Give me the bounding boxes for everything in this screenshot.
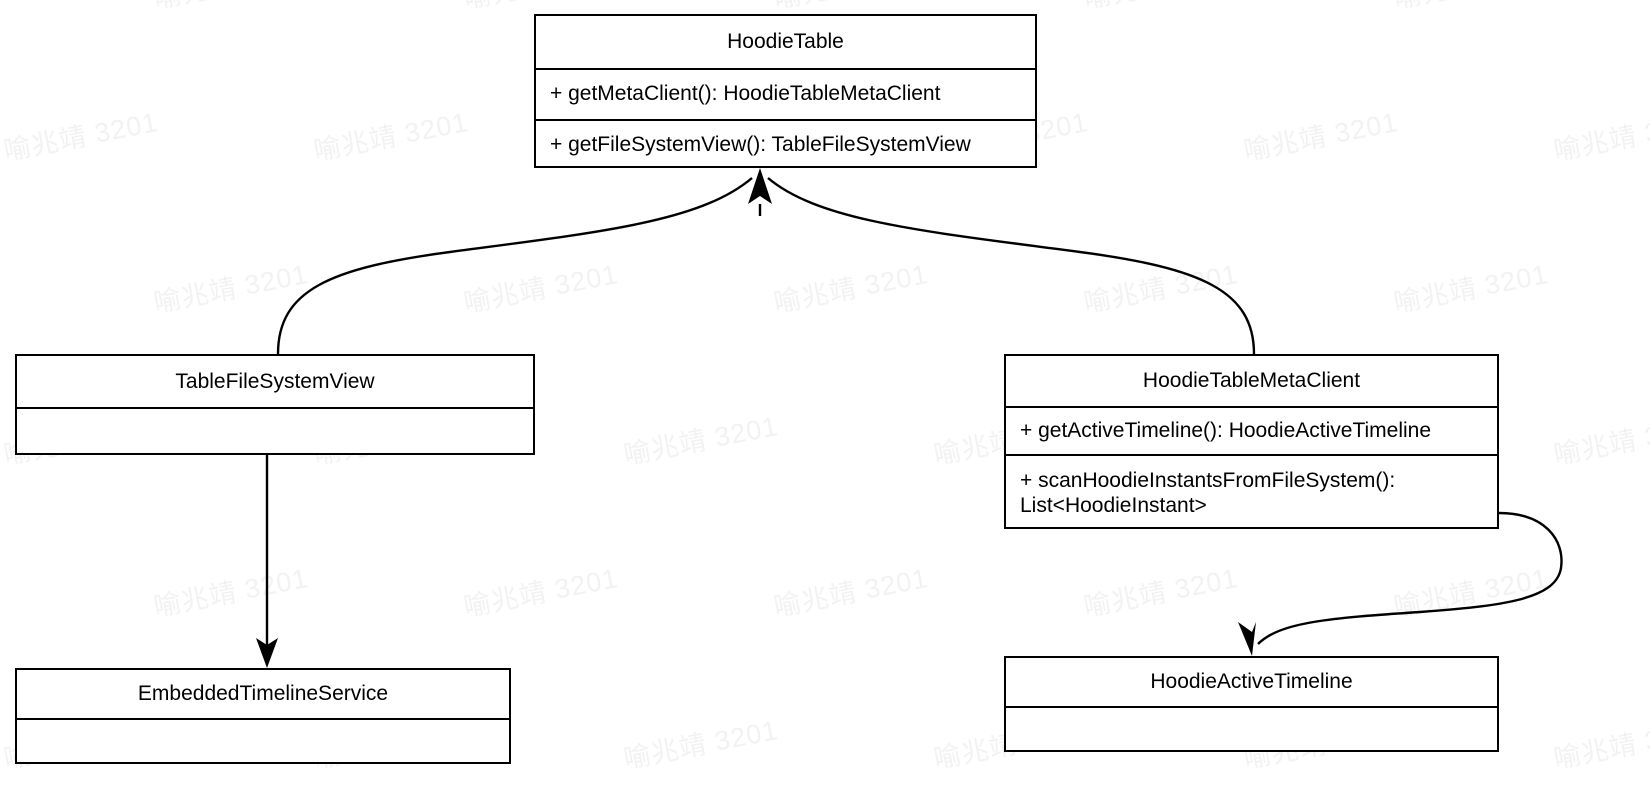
watermark-text: 喻兆靖 3201 [461,562,621,623]
uml-class-embedded-timeline-service[interactable]: EmbeddedTimelineService [15,668,511,764]
watermark-text: 喻兆靖 3201 [1551,106,1650,167]
uml-class-table-file-system-view[interactable]: TableFileSystemView [15,354,535,455]
watermark-text: 喻兆靖 3201 [771,258,931,319]
watermark-text: 喻兆靖 3201 [311,106,471,167]
members-embedded-timeline-service [17,718,509,766]
method-hoodie-table-get-file-system-view: + getFileSystemView(): TableFileSystemVi… [536,119,1035,170]
members-table-file-system-view [17,407,533,457]
watermark-text: 喻兆靖 3201 [1390,0,1551,16]
uml-class-hoodie-table[interactable]: HoodieTable + getMetaClient(): HoodieTab… [534,14,1037,168]
class-name-table-file-system-view: TableFileSystemView [175,369,375,393]
watermark-text: 喻兆靖 3201 [621,410,781,471]
method-meta-client-get-active-timeline: + getActiveTimeline(): HoodieActiveTimel… [1006,406,1497,454]
watermark-text: 喻兆靖 3201 [150,0,311,16]
method-line-scan-return-type: List<HoodieInstant> [1020,493,1207,517]
watermark-text: 喻兆靖 3201 [1,106,161,167]
uml-class-hoodie-table-meta-client[interactable]: HoodieTableMetaClient + getActiveTimelin… [1004,354,1499,529]
watermark-text: 喻兆靖 3201 [1081,562,1241,623]
watermark-text: 喻兆靖 3201 [1241,106,1401,167]
watermark-text: 喻兆靖 3201 [1551,714,1650,775]
watermark-text: 喻兆靖 3201 [0,556,1,624]
watermark-text: 喻兆靖 3201 [1081,258,1241,319]
watermark-text: 喻兆靖 3201 [1391,258,1551,319]
class-name-hoodie-table: HoodieTable [727,30,844,54]
watermark-text: 喻兆靖 3201 [1551,410,1650,471]
watermark-text: 喻兆靖 3201 [0,252,1,320]
method-line-scan-signature: + scanHoodieInstantsFromFileSystem(): [1020,468,1396,492]
arrowhead-into-hoodie-active-timeline [1238,622,1256,656]
watermark-text: 喻兆靖 3201 [151,562,311,623]
arrowhead-into-embedded-timeline-service [256,638,278,668]
arrowhead-into-hoodie-table [748,168,772,204]
class-name-embedded-timeline-service: EmbeddedTimelineService [137,682,389,706]
watermark-text: 喻兆靖 3201 [461,258,621,319]
watermark-text: 喻兆靖 3201 [621,714,781,775]
watermark-text: 喻兆靖 3201 [771,562,931,623]
connector-hoodie-table-meta-client-to-hoodie-table [767,177,1256,355]
uml-class-hoodie-active-timeline[interactable]: HoodieActiveTimeline [1004,656,1499,752]
watermark-text: 喻兆靖 3201 [0,0,1,16]
watermark-text: 喻兆靖 3201 [1080,0,1241,16]
members-hoodie-active-timeline [1006,706,1497,754]
class-name-hoodie-table-meta-client: HoodieTableMetaClient [1142,369,1361,393]
watermark-text: 喻兆靖 3201 [1391,562,1551,623]
watermark-text: 喻兆靖 3201 [151,258,311,319]
method-hoodie-table-get-meta-client: + getMetaClient(): HoodieTableMetaClient [536,68,1035,119]
connector-hoodie-table-meta-client-to-hoodie-active-timeline [1257,511,1563,645]
method-meta-client-scan-hoodie-instants: + scanHoodieInstantsFromFileSystem(): Li… [1006,454,1497,531]
connector-table-file-system-view-to-hoodie-table [276,177,753,355]
class-name-hoodie-active-timeline: HoodieActiveTimeline [1150,670,1353,694]
